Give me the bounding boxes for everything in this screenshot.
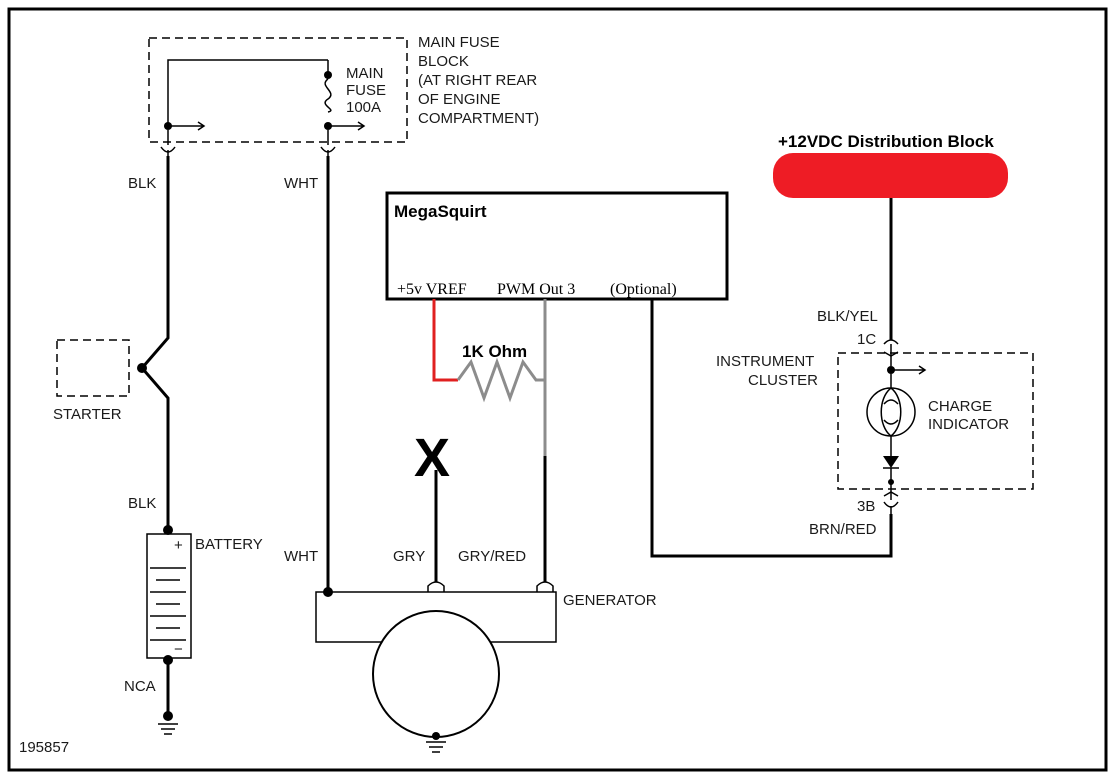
wire-label-gry: GRY: [393, 548, 425, 565]
instrument-cluster-label: INSTRUMENT CLUSTER: [716, 353, 818, 389]
main-fuse-block: MAIN FUSE BLOCK (AT RIGHT REAR OF ENGINE…: [148, 34, 541, 156]
charge-indicator-label: CHARGE INDICATOR: [928, 398, 1009, 433]
optional-wire: [650, 299, 893, 558]
pin-pwm-label: PWM Out 3: [497, 281, 575, 298]
megasquirt-title: MegaSquirt: [394, 202, 487, 221]
charge-indicator-lamp: [866, 387, 916, 437]
wire-label-wht-lower: WHT: [284, 548, 318, 565]
pin-vref-label: +5v VREF: [397, 281, 467, 298]
connector-1c-label: 1C: [857, 331, 876, 348]
fuse-block-title: MAIN FUSE BLOCK (AT RIGHT REAR OF ENGINE…: [418, 34, 541, 127]
wire-label-blk-upper: BLK: [128, 175, 156, 192]
wire-label-gry-red: GRY/RED: [458, 548, 526, 565]
generator-rotor: [372, 610, 500, 738]
generator-ground-icon: [426, 741, 446, 753]
instrument-cluster: [837, 339, 1034, 514]
main-fuse-label: MAIN FUSE 100A: [346, 65, 390, 116]
fuse-symbol: [324, 78, 332, 113]
megasquirt-unit: MegaSquirt +5v VREF PWM Out 3 (Optional): [385, 191, 729, 301]
instrument-cluster-outline: [837, 352, 1034, 490]
starter-outline: [56, 339, 130, 397]
wire-label-blk-lower: BLK: [128, 495, 156, 512]
starter-label: STARTER: [53, 406, 122, 423]
x-mark: X: [414, 428, 450, 488]
battery-ground-icon: [158, 723, 178, 735]
diagram-id: 195857: [19, 739, 69, 756]
pin-optional-label: (Optional): [610, 281, 677, 298]
wire-label-blk-yel: BLK/YEL: [817, 308, 878, 325]
wire-label-wht-upper: WHT: [284, 175, 318, 192]
generator: [315, 581, 557, 753]
connector-3b-label: 3B: [857, 498, 875, 515]
megasquirt-box: [385, 191, 729, 301]
battery-plus-sign: +: [174, 537, 183, 554]
resistor-label: 1K Ohm: [462, 342, 527, 361]
battery-minus-sign: −: [174, 641, 183, 658]
distribution-block-label: +12VDC Distribution Block: [778, 132, 994, 151]
battery-label: BATTERY: [195, 536, 263, 553]
wire-label-nca: NCA: [124, 678, 156, 695]
blk-wire: [140, 156, 170, 530]
diagram-border: [7, 7, 1108, 772]
resistor-zigzag: [456, 357, 545, 403]
battery: + −: [146, 533, 192, 659]
generator-label: GENERATOR: [563, 592, 657, 609]
starter-contact: [137, 363, 147, 373]
wire-label-brn-red: BRN/RED: [809, 521, 877, 538]
vref-wire: [432, 299, 458, 382]
diode-icon: [883, 456, 899, 468]
distribution-block: [773, 153, 1008, 198]
